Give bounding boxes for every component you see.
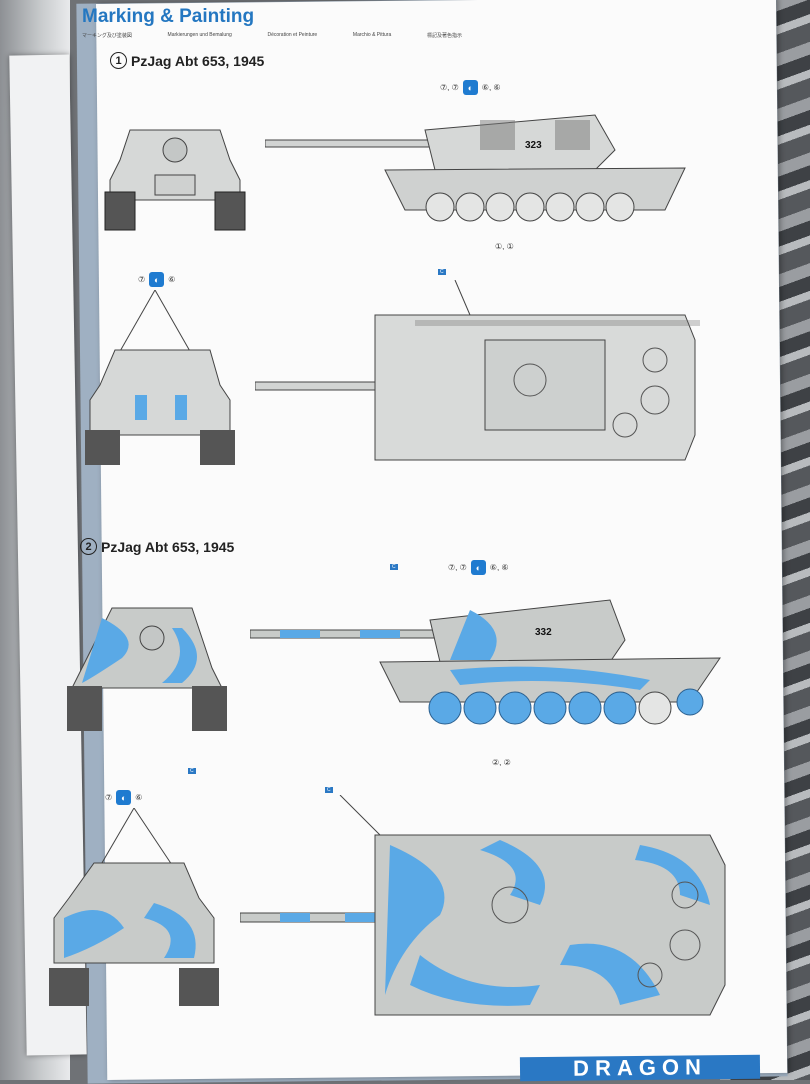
decal-icon: ◐ (462, 80, 478, 95)
page-title: Marking & Painting (82, 6, 255, 27)
brand-logo: DRAGON (519, 1054, 761, 1082)
decal-icon: ◐ (116, 790, 132, 805)
scheme-1-rear-callout: ⑦ ◐ ⑥ (138, 272, 175, 287)
scheme-1-callout-top: ⑦, ⑦ ◐ ⑥, ⑥ (440, 80, 501, 95)
subtitle-ja: マーキング及び塗装図 (82, 33, 132, 39)
scheme-1-front-view (104, 129, 246, 231)
scheme-2-front-tag: C (188, 768, 196, 774)
scheme-2-gun-tag: C (390, 564, 398, 570)
scheme-2-label: PzJag Abt 653, 1945 (101, 538, 235, 555)
scheme-2-callout-bottom: ②, ② (492, 758, 511, 767)
scheme-2-title: 2 PzJag Abt 653, 1945 (80, 538, 234, 555)
scheme-1-top-view (255, 280, 700, 461)
scheme-1-number: 1 (110, 52, 127, 69)
scheme-2-rear-callout: ⑦ ◐ ⑥ (105, 790, 142, 805)
scheme-2-top-tag: C (325, 787, 333, 793)
scheme-2-front-view (67, 607, 227, 731)
scheme-1-hull-number: 323 (525, 140, 542, 151)
scheme-1-top-tag: C (438, 269, 446, 275)
scheme-1-callout-bottom: ①, ① (495, 242, 514, 251)
scheme-2-rear-view (49, 808, 219, 1006)
scheme-1-rear-view (85, 290, 235, 465)
scheme-1-side-view (265, 114, 686, 222)
subtitle-de: Markierungen und Bemalung (167, 32, 232, 38)
scheme-1-title: 1 PzJag Abt 653, 1945 (110, 52, 264, 69)
subtitle-zh: 標記及著色指示 (426, 33, 462, 39)
scheme-2-hull-number: 332 (535, 627, 552, 638)
scheme-2-side-view (250, 599, 721, 725)
subtitle-it: Marchio & Pittura (352, 32, 392, 38)
decal-icon: ◐ (470, 560, 486, 575)
decal-icon: ◐ (149, 272, 165, 287)
scheme-2-number: 2 (80, 538, 97, 555)
subtitle-fr: Décoration et Peinture (267, 32, 318, 38)
subtitle-row: マーキング及び塗装図 Markierungen und Bemalung Déc… (82, 32, 462, 39)
scheme-2-top-view (240, 795, 726, 1016)
scheme-2-callout-top: ⑦, ⑦ ◐ ⑥, ⑥ (448, 560, 509, 575)
scheme-1-label: PzJag Abt 653, 1945 (131, 52, 265, 69)
